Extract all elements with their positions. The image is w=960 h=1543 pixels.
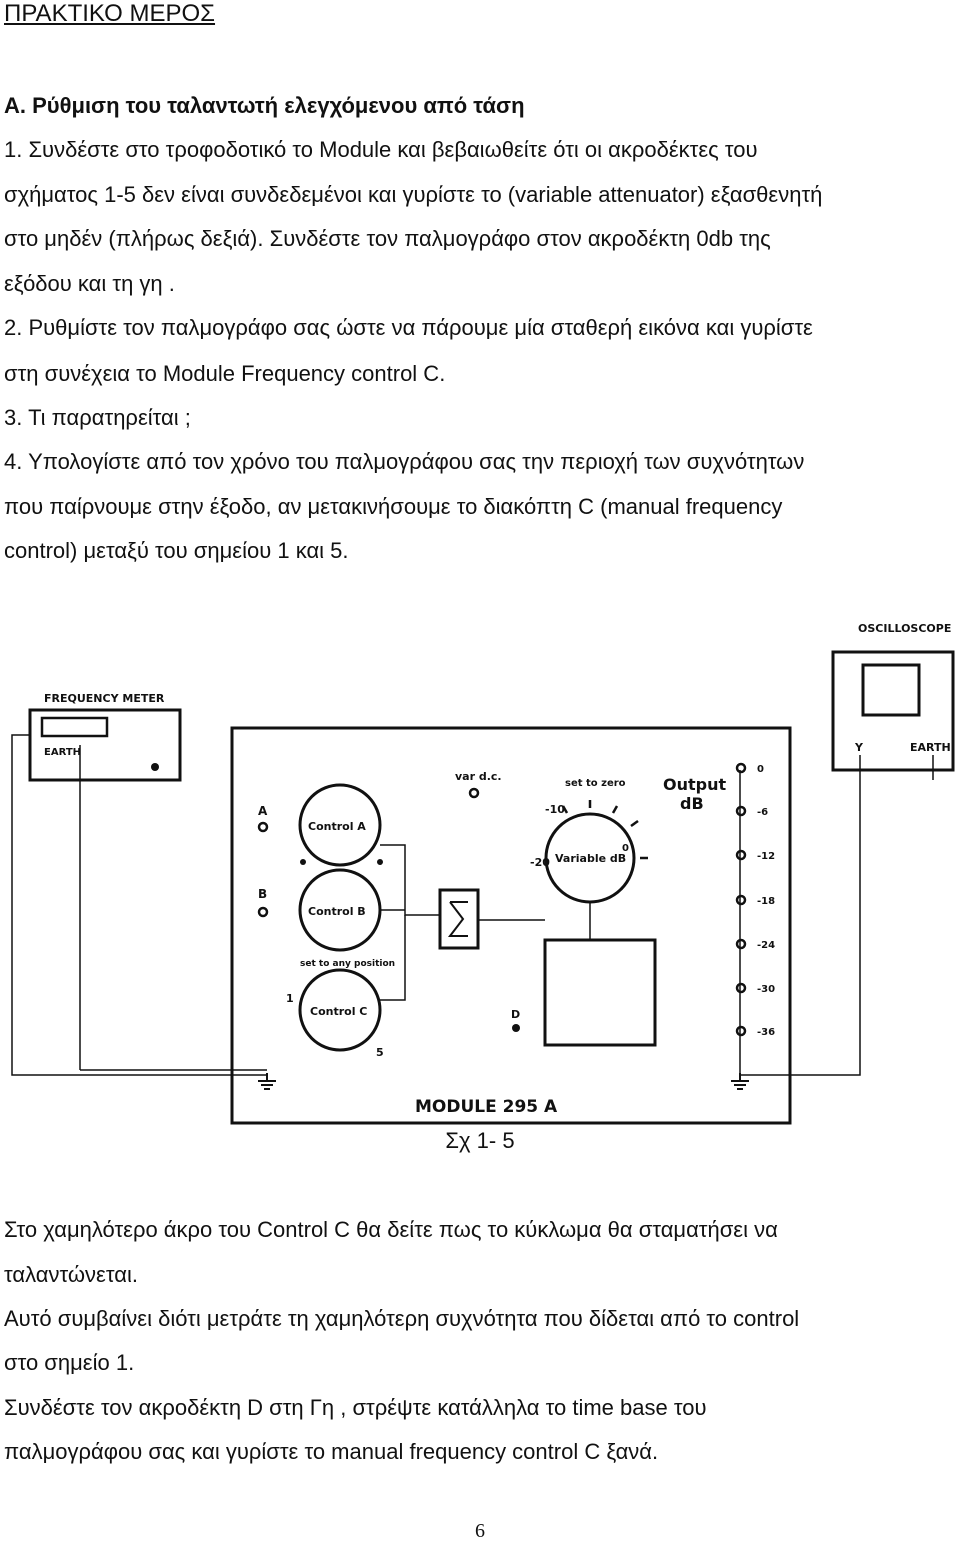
ground-symbol <box>258 1073 276 1090</box>
paragraph-line: στη συνέχεια το Module Frequency control… <box>4 361 446 386</box>
paragraph-line: 2. Ρυθμίστε τον παλμογράφο σας ώστε να π… <box>4 315 813 340</box>
after-line: ταλαντώνεται. <box>4 1262 138 1287</box>
output-unit: dB <box>680 794 704 813</box>
control-c-knob[interactable] <box>298 968 382 1052</box>
control-b-label: Control B <box>308 905 366 918</box>
control-a-label: Control A <box>308 820 366 833</box>
svg-text:0: 0 <box>757 764 764 775</box>
variable-db-ticks <box>561 800 648 860</box>
figure-caption: Σχ 1- 5 <box>445 1128 515 1153</box>
oscilloscope-y-label: Y <box>854 741 864 754</box>
svg-text:-36: -36 <box>757 1027 775 1038</box>
paragraph-line: που παίρνουμε στην έξοδο, αν μετακινήσου… <box>4 494 783 519</box>
terminal-b[interactable] <box>257 906 269 918</box>
page-number: 6 <box>475 1520 485 1542</box>
output-level-6[interactable]: -6 <box>735 805 768 818</box>
oscilloscope-label: OSCILLOSCOPE <box>858 622 951 635</box>
control-c-pos5: 5 <box>376 1046 384 1059</box>
variable-db-label: Variable dB <box>555 852 626 865</box>
after-line: Συνδέστε τον ακροδέκτη D στη Γη , στρέψτ… <box>4 1395 707 1420</box>
output-level-24[interactable]: -24 <box>735 938 775 951</box>
section-heading: Α. Ρύθμιση του ταλαντωτή ελεγχόμενου από… <box>4 93 525 118</box>
output-level-36[interactable]: -36 <box>735 1025 775 1038</box>
after-line: Στο χαμηλότερο άκρο του Control C θα δεί… <box>4 1217 778 1242</box>
module-label: MODULE 295 A <box>415 1097 558 1117</box>
svg-text:-18: -18 <box>757 896 775 907</box>
after-line: Αυτό συμβαίνει διότι μετράτε τη χαμηλότε… <box>4 1306 800 1331</box>
terminal-b-label: B <box>258 887 267 901</box>
circuit-figure: OSCILLOSCOPE Y EARTH FREQUENCY METER EAR… <box>11 622 955 1125</box>
after-line: παλμογράφου σας και γυρίστε το manual fr… <box>4 1439 659 1464</box>
terminal-d-label: D <box>511 1008 520 1021</box>
paragraph-line: εξόδου και τη γη . <box>4 271 175 296</box>
frequency-meter: FREQUENCY METER EARTH <box>28 692 182 782</box>
output-level-30[interactable]: -30 <box>735 982 775 995</box>
var-dc-label: var d.c. <box>455 770 502 783</box>
paragraph-line: control) μεταξύ του σημείου 1 και 5. <box>4 538 349 563</box>
output-level-18[interactable]: -18 <box>735 894 775 907</box>
control-c-pos1: 1 <box>286 992 294 1005</box>
output-level-0[interactable]: 0 <box>735 762 764 775</box>
oscilloscope: OSCILLOSCOPE Y EARTH <box>831 622 955 772</box>
svg-text:-6: -6 <box>757 807 768 818</box>
frequency-meter-label: FREQUENCY METER <box>44 692 165 705</box>
module-box <box>230 726 792 1125</box>
ground-symbol <box>731 1073 749 1090</box>
var-zero-label: 0 <box>622 843 629 854</box>
paragraph-line: 1. Συνδέστε στο τροφοδοτικό το Module κα… <box>4 137 758 162</box>
paragraph-line: 4. Υπολογίστε από τον χρόνο του παλμογρά… <box>4 449 805 474</box>
output-block <box>543 938 657 1047</box>
var-minus20-label: -20 <box>530 856 550 869</box>
paragraph-line: 3. Τι παρατηρείται ; <box>4 405 191 430</box>
set-to-zero-label: set to zero <box>565 778 626 789</box>
page-title: ΠΡΑΚΤΙΚΟ ΜΕΡΟΣ <box>4 0 216 27</box>
terminal-a-label: A <box>258 804 268 818</box>
output-label: Output <box>663 775 726 794</box>
set-to-any-position-label: set to any position <box>300 959 395 969</box>
oscilloscope-earth-label: EARTH <box>910 741 951 754</box>
output-level-12[interactable]: -12 <box>735 849 775 862</box>
paragraph-line: στο μηδέν (πλήρως δεξιά). Συνδέστε τον π… <box>4 226 771 251</box>
control-a-knob[interactable] <box>298 783 382 867</box>
integrator-block <box>438 888 480 950</box>
var-minus10-label: -10 <box>545 803 565 816</box>
after-line: στο σημείο 1. <box>4 1350 135 1375</box>
control-c-label: Control C <box>310 1005 367 1018</box>
svg-text:-24: -24 <box>757 940 775 951</box>
paragraph-line: σχήματος 1-5 δεν είναι συνδεδεμένοι και … <box>4 182 823 207</box>
svg-text:-12: -12 <box>757 851 775 862</box>
terminal-a[interactable] <box>257 821 269 833</box>
terminal-d[interactable] <box>512 1024 520 1032</box>
var-dc-terminal[interactable] <box>468 787 480 799</box>
frequency-meter-earth-label: EARTH <box>44 747 81 758</box>
svg-text:-30: -30 <box>757 984 775 995</box>
